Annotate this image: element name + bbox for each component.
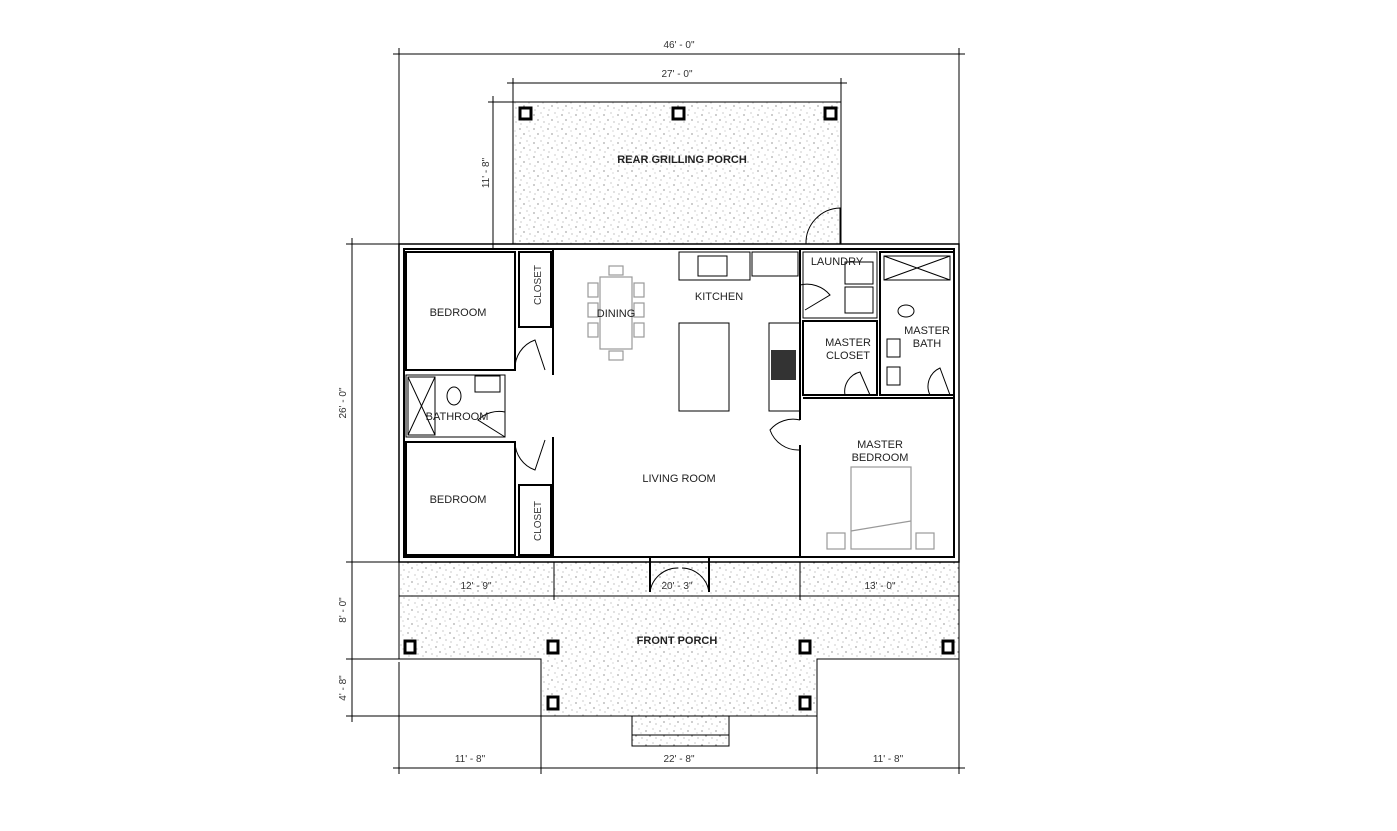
dim-front-porch-bump: 4' - 8": [338, 675, 349, 701]
kitchen-island: [678, 322, 730, 412]
dim-front-porch-depth: 8' - 0": [338, 597, 349, 623]
bed: [826, 466, 935, 550]
bathroom-label: BATHROOM: [426, 411, 489, 423]
range-icon: [771, 350, 796, 380]
dim-right-wing: 13' - 0": [864, 581, 895, 592]
bedroom-upper-label: BEDROOM: [430, 307, 487, 319]
dim-rear-porch-depth: 11' - 8": [481, 157, 492, 188]
dim-left-wing: 12' - 9": [460, 581, 491, 592]
bedroom-lower-label: BEDROOM: [430, 494, 487, 506]
dimension-lines: [346, 48, 965, 774]
dim-bottom-center: 22' - 8": [663, 754, 694, 765]
dining-label: DINING: [597, 308, 636, 320]
dim-overall-width: 46' - 0": [663, 40, 694, 51]
porch-post: [403, 639, 417, 655]
rear-porch-label: REAR GRILLING PORCH: [617, 154, 747, 166]
house-walls: [398, 243, 960, 593]
porch-post: [823, 106, 838, 121]
porch-post: [941, 639, 955, 655]
dim-center: 20' - 3": [661, 581, 692, 592]
porch-post: [671, 106, 686, 121]
living-room-label: LIVING ROOM: [642, 473, 715, 485]
dim-bottom-right: 11' - 8": [873, 754, 904, 765]
master-closet-label-2: CLOSET: [826, 350, 870, 362]
closet-lower-label: CLOSET: [533, 501, 544, 541]
master-bath-label-2: BATH: [913, 338, 942, 350]
porch-post: [798, 639, 812, 655]
front-porch-label: FRONT PORCH: [637, 635, 718, 647]
kitchen-label: KITCHEN: [695, 291, 743, 303]
front-porch: FRONT PORCH: [398, 561, 960, 747]
dining-table: [587, 265, 645, 361]
dim-rear-porch-width: 27' - 0": [661, 69, 692, 80]
master-bedroom-label-2: BEDROOM: [852, 452, 909, 464]
rear-porch: REAR GRILLING PORCH: [512, 101, 842, 245]
dim-bottom-left: 11' - 8": [455, 754, 486, 765]
closet-upper-label: CLOSET: [533, 265, 544, 305]
master-closet-label: MASTER: [825, 337, 871, 349]
laundry-label: LAUNDRY: [811, 256, 864, 268]
porch-post: [798, 695, 812, 711]
porch-post: [518, 106, 533, 121]
porch-post: [546, 639, 560, 655]
porch-post: [546, 695, 560, 711]
dim-house-depth: 26' - 0": [338, 387, 349, 418]
master-bath-label: MASTER: [904, 325, 950, 337]
master-bedroom-label: MASTER: [857, 439, 903, 451]
